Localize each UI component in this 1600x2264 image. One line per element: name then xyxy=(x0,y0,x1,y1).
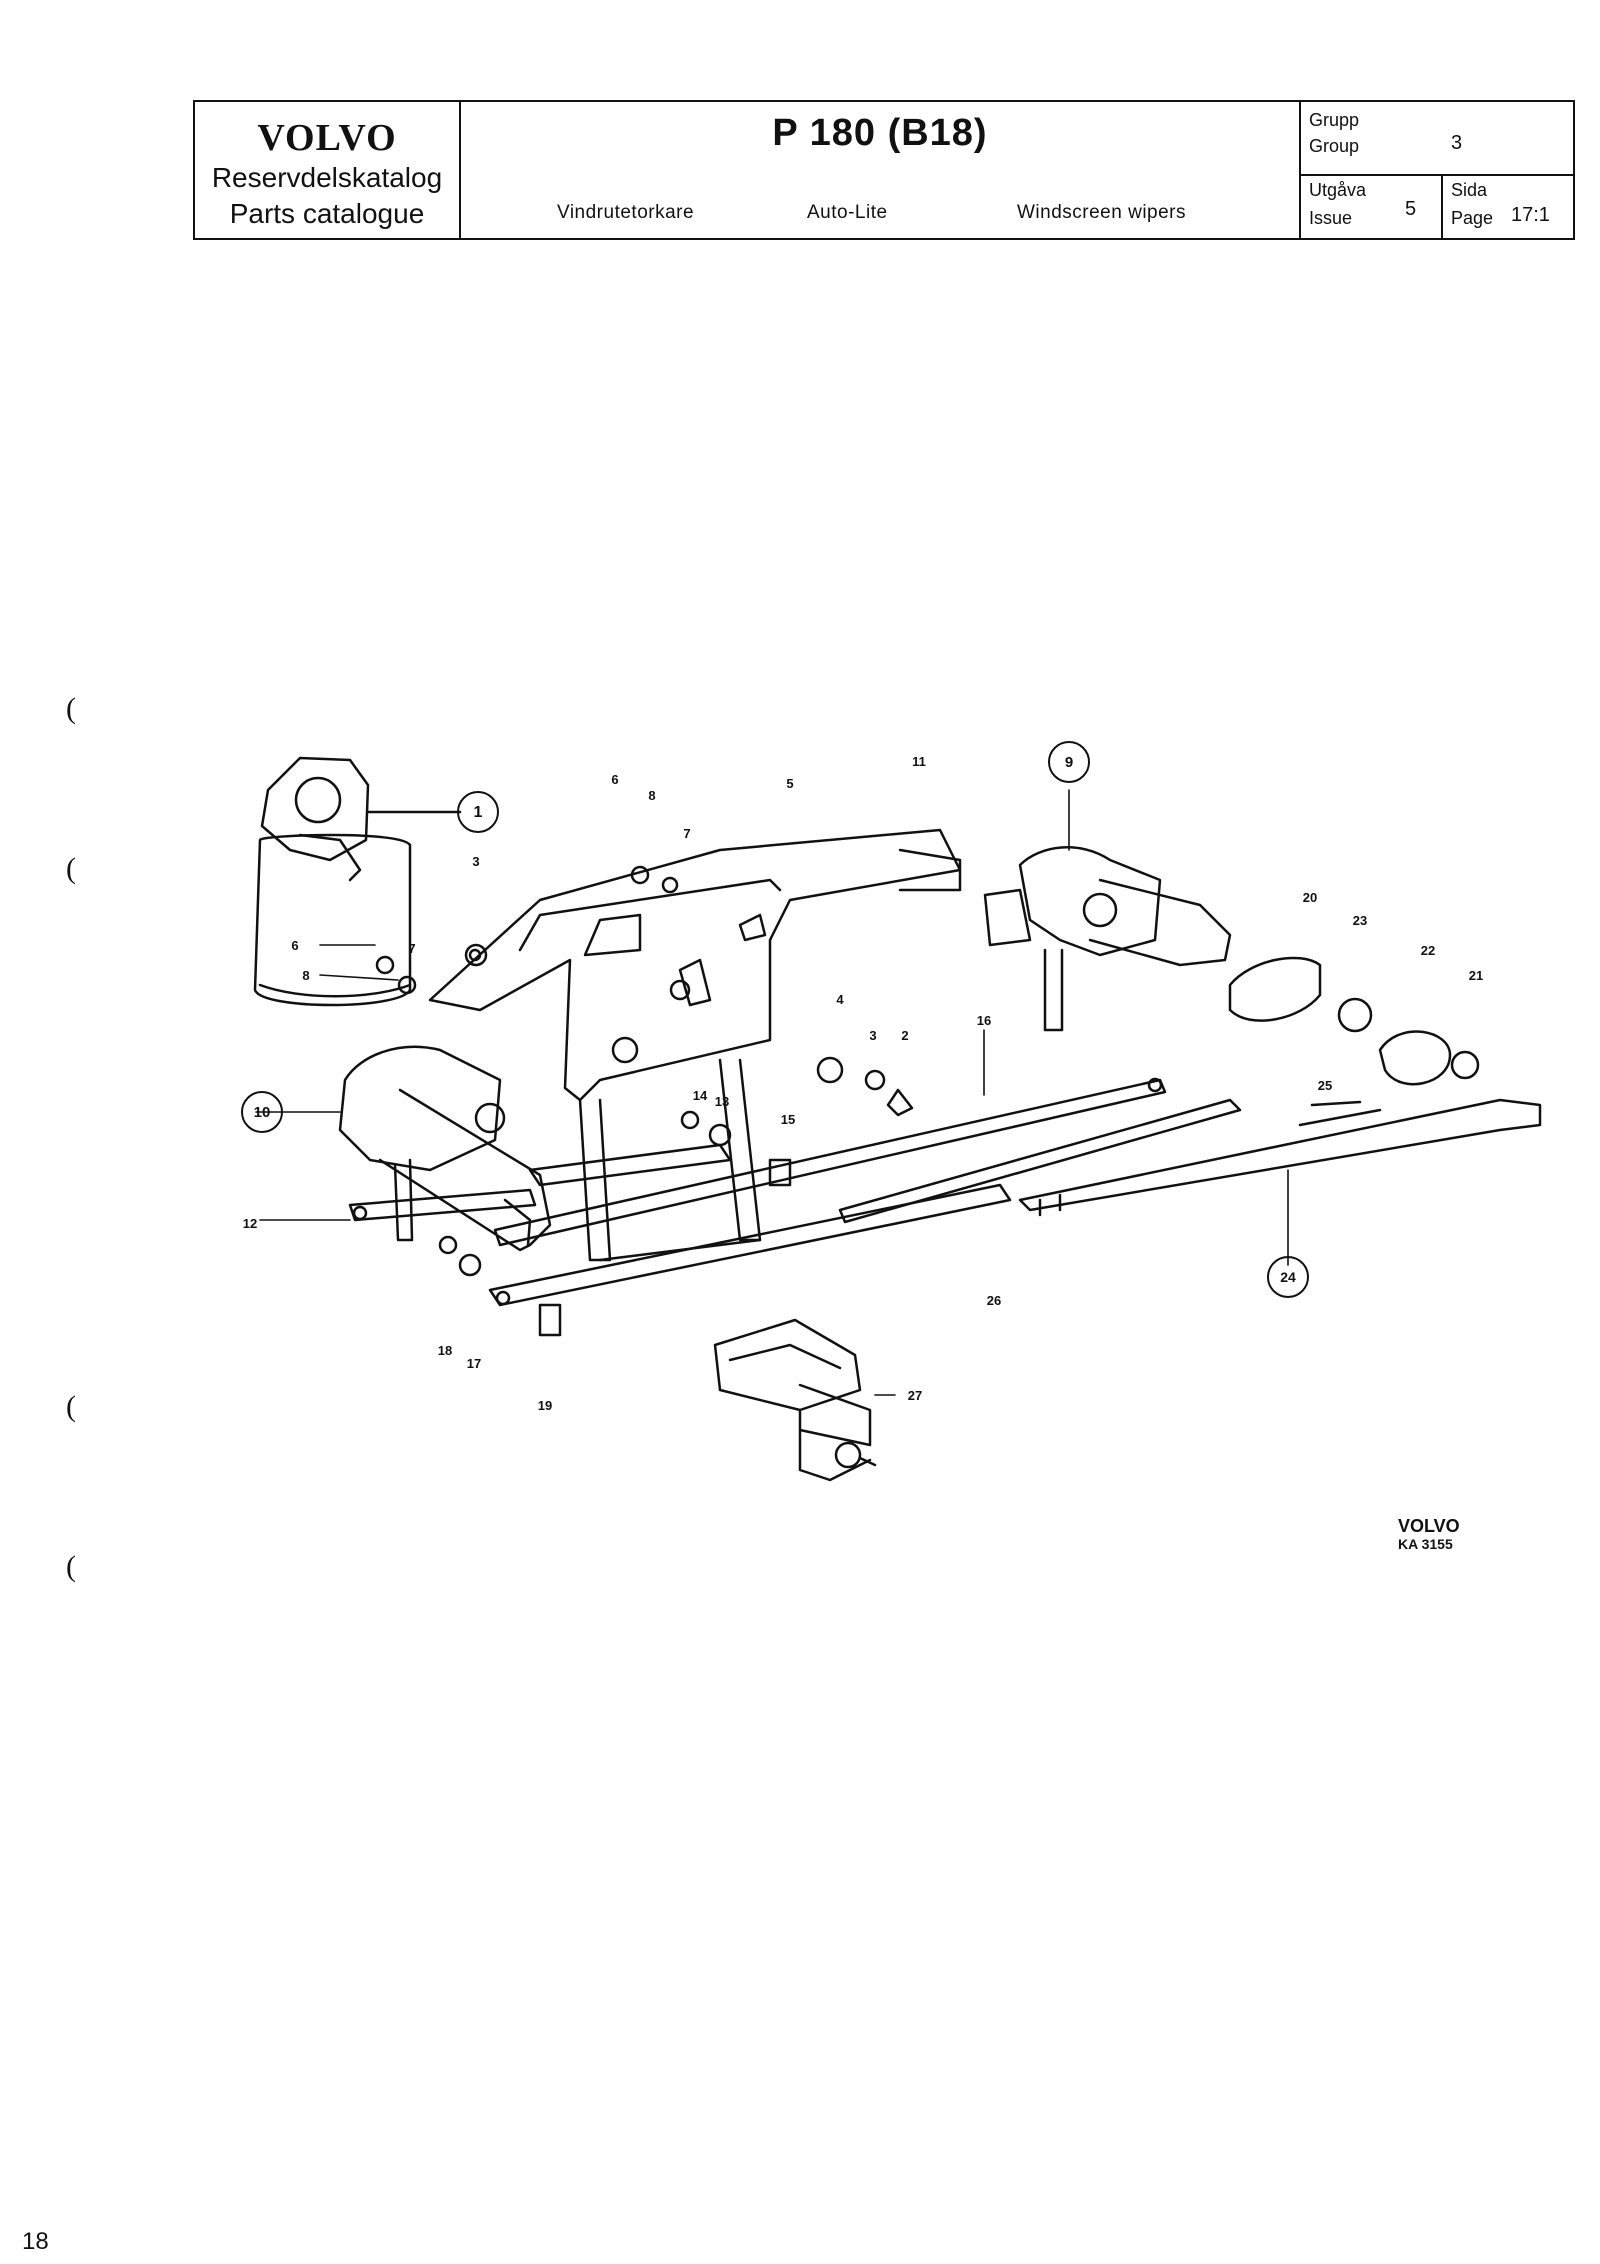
callout-20: 20 xyxy=(1303,890,1317,905)
issue-value: 5 xyxy=(1405,198,1417,220)
callout-19: 19 xyxy=(538,1398,552,1413)
callout-16: 16 xyxy=(977,1013,991,1028)
issue-label-sv: Utgåva xyxy=(1309,180,1367,200)
circled-callouts xyxy=(241,741,1309,1298)
meta-column-divider xyxy=(1441,174,1443,238)
callout-25: 25 xyxy=(1318,1078,1332,1093)
brand-line-english: Parts catalogue xyxy=(229,198,425,229)
callout-7b: 7 xyxy=(408,941,415,956)
small-parts xyxy=(375,865,1480,1337)
callout-27: 27 xyxy=(908,1388,922,1403)
callout-13: 13 xyxy=(715,1094,729,1109)
meta-cell: Grupp Group 3 Utgåva Issue 5 Sida Page 1… xyxy=(1301,102,1573,238)
page-value: 17:1 xyxy=(1511,204,1550,226)
callout-26: 26 xyxy=(987,1293,1001,1308)
wiper-blade-and-arm xyxy=(838,1098,1542,1224)
brand-line-swedish: Reservdelskatalog xyxy=(211,162,443,193)
wiper-frame xyxy=(428,828,962,1262)
page-label-sv: Sida xyxy=(1451,180,1488,200)
subtitle-make: Auto-Lite xyxy=(807,202,888,223)
callout-22: 22 xyxy=(1421,943,1435,958)
margin-mark: ( xyxy=(66,852,76,885)
callout-lines xyxy=(255,789,1289,1396)
callout-2: 2 xyxy=(901,1028,908,1043)
callout-15: 15 xyxy=(781,1112,795,1127)
volvo-logo: VOLVO xyxy=(257,117,397,159)
callout-18: 18 xyxy=(438,1343,452,1358)
margin-mark: ( xyxy=(66,1390,76,1423)
callout-14: 14 xyxy=(693,1088,708,1103)
group-label-en: Group xyxy=(1309,136,1360,156)
wiper-switch xyxy=(713,1318,877,1482)
callout-3b: 3 xyxy=(869,1028,876,1043)
subtitle-english: Windscreen wipers xyxy=(1017,202,1186,223)
margin-mark: ( xyxy=(66,1550,76,1583)
callout-21: 21 xyxy=(1469,968,1483,983)
wiper-linkage xyxy=(348,1077,1167,1307)
callout-9: 9 xyxy=(1065,754,1073,771)
callout-6b: 6 xyxy=(291,938,298,953)
model-title: P 180 (B18) xyxy=(772,112,988,154)
callout-11: 11 xyxy=(912,754,926,769)
margin-mark: ( xyxy=(66,692,76,725)
catalogue-header: VOLVO Reservdelskatalog Parts catalogue … xyxy=(193,100,1575,240)
callout-8b: 8 xyxy=(302,968,309,983)
callout-8: 8 xyxy=(648,788,655,803)
reference-code: KA 3155 xyxy=(1398,1536,1453,1552)
callout-12: 12 xyxy=(243,1216,257,1231)
callout-10: 10 xyxy=(254,1104,271,1121)
meta-divider xyxy=(1301,174,1573,176)
callout-17: 17 xyxy=(467,1356,481,1371)
title-cell: P 180 (B18) Vindrutetorkare Auto-Lite Wi… xyxy=(461,102,1301,238)
callout-5: 5 xyxy=(786,776,793,791)
wiper-motor xyxy=(253,756,462,1007)
reference-brand: VOLVO xyxy=(1398,1516,1460,1536)
issue-label-en: Issue xyxy=(1309,208,1353,228)
callout-1: 1 xyxy=(474,804,483,821)
callout-24: 24 xyxy=(1280,1269,1296,1285)
group-label-sv: Grupp xyxy=(1309,110,1360,130)
subtitle-swedish: Vindrutetorkare xyxy=(557,202,695,223)
page-label-en: Page xyxy=(1451,208,1494,228)
callout-7: 7 xyxy=(683,826,690,841)
callout-3: 3 xyxy=(472,854,479,869)
wiper-spindle-right xyxy=(983,846,1232,1032)
brand-cell: VOLVO Reservdelskatalog Parts catalogue xyxy=(195,102,461,238)
callout-6: 6 xyxy=(611,772,618,787)
callout-4: 4 xyxy=(836,992,844,1007)
page-number: 18 xyxy=(22,2228,49,2255)
callout-23: 23 xyxy=(1353,913,1367,928)
group-value: 3 xyxy=(1451,132,1463,154)
